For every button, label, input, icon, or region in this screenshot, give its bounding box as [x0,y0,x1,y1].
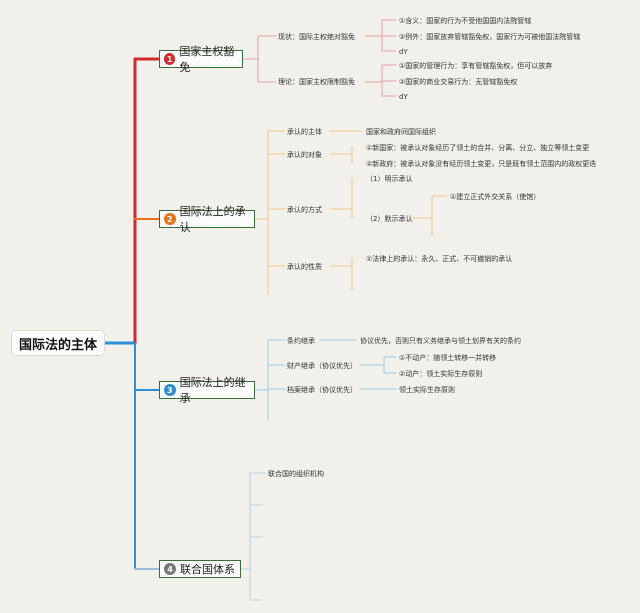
branch-number-badge: 4 [164,563,176,575]
branch-label: 联合国体系 [180,563,235,576]
leaf-text: （1）明示承认 [366,175,413,183]
root-label: 国际法的主体 [18,337,97,353]
leaf-text: dY [399,48,408,56]
leaf-text: 国家和政府间国际组织 [366,128,436,136]
branch-label: 国际法上的承认 [179,205,246,234]
leaf-text: ①建立正式外交关系（使馆） [450,193,541,201]
leaf-text: ②新政府：被承认对象没有经历领土变更，只是既有领土范围内的政权更迭 [366,160,597,168]
leaf-text: ①新国家：被承认对象经历了领土的合并、分离、分立、独立等领土变更 [366,144,590,152]
sub-topic[interactable]: 理论：国家主权限制豁免 [278,78,355,86]
leaf-text: ①法律上的承认：永久、正式、不可撤销的承认 [366,255,513,263]
branch-number-badge: 2 [164,213,176,225]
sub-topic[interactable]: 承认的主体 [287,128,322,136]
branch-label: 国际法上的继承 [179,376,246,405]
branch-number-badge: 1 [164,53,176,65]
leaf-text: ②动产：领土实际生存原则 [399,370,483,378]
leaf-text: 协议优先，否则只有义务继承与领土划界有关的条约 [360,337,521,345]
sub-topic[interactable]: 承认的性质 [287,263,322,271]
leaf-text: ①不动产：随领土转移一并转移 [399,354,497,362]
sub-topic[interactable]: 承认的方式 [287,206,322,214]
leaf-text: ①含义：国家的行为不受他国国内法院管辖 [399,17,532,25]
branch-number-badge: 3 [164,384,176,396]
sub-topic[interactable]: 承认的对象 [287,151,322,159]
leaf-text: ②例外：国家放弃管辖豁免权，国家行为可被他国法院管辖 [399,33,581,41]
sub-topic[interactable]: 联合国的组织机构 [268,470,324,478]
sub-topic[interactable]: 档案继承（协议优先） [287,386,357,394]
leaf-text: 领土实际生存原则 [399,386,455,394]
branch-recognition[interactable]: 2 国际法上的承认 [159,205,255,234]
leaf-text: dY [399,93,408,101]
branch-label: 国家主权豁免 [179,45,235,74]
sub-topic[interactable]: 现状：国际主权绝对豁免 [278,33,355,41]
leaf-text: ②国家的商业交易行为：无管辖豁免权 [399,78,518,86]
leaf-text: （2）默示承认 [366,215,413,223]
sub-topic[interactable]: 财产继承（协议优先） [287,362,357,370]
sub-topic[interactable]: 条约继承 [287,337,315,345]
root-node[interactable]: 国际法的主体 [12,331,104,355]
branch-succession[interactable]: 3 国际法上的继承 [159,376,255,405]
leaf-text: ①国家的管理行为：享有管辖豁免权，但可以放弃 [399,62,553,70]
branch-un-system[interactable]: 4 联合国体系 [159,560,241,578]
branch-sovereign-immunity[interactable]: 1 国家主权豁免 [159,45,243,74]
